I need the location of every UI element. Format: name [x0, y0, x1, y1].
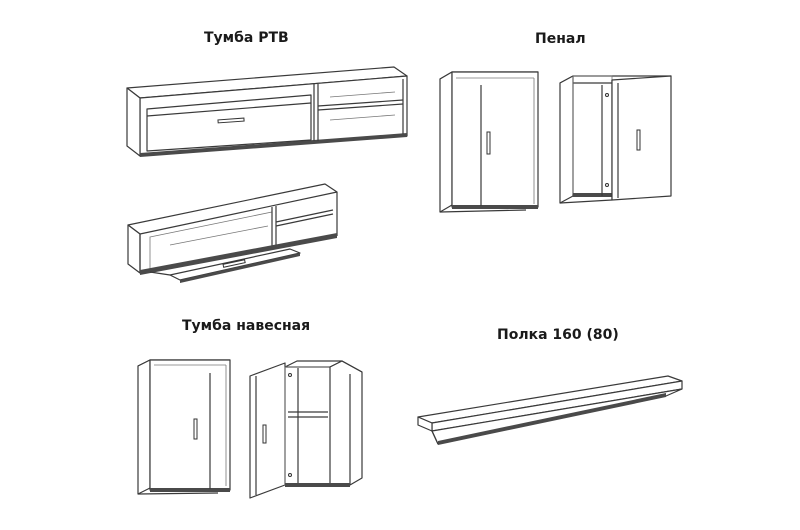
penal-closed-drawing [439, 71, 539, 213]
label-tumba-rtv: Тумба РТВ [204, 30, 289, 46]
label-penal: Пенал [535, 31, 586, 47]
tumba-navesnaya-open-drawing [249, 360, 363, 499]
tumba-rtv-closed-drawing [126, 66, 408, 157]
tumba-rtv-open-drawing [127, 183, 338, 283]
label-tumba-navesnaya: Тумба навесная [182, 318, 311, 334]
label-polka: Полка 160 (80) [497, 327, 619, 343]
polka-drawing [417, 375, 683, 445]
penal-open-drawing [559, 75, 672, 204]
tumba-navesnaya-closed-drawing [137, 359, 231, 495]
